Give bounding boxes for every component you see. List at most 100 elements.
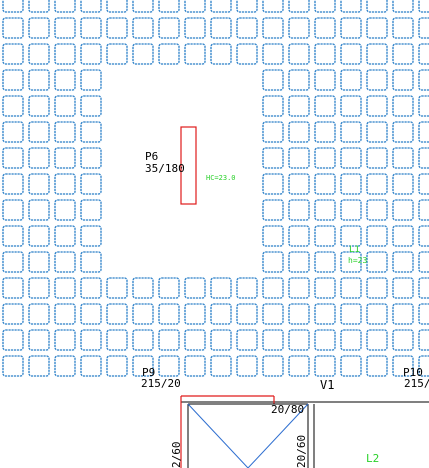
- waffle-cell: [288, 225, 310, 247]
- waffle-cell: [262, 173, 284, 195]
- waffle-cell: [418, 199, 429, 221]
- waffle-cell: [314, 147, 336, 169]
- waffle-cell: [80, 251, 102, 273]
- waffle-cell: [210, 277, 232, 299]
- waffle-cell: [210, 329, 232, 351]
- waffle-cell: [54, 173, 76, 195]
- waffle-cell: [418, 147, 429, 169]
- pillar-p6-name: P6: [145, 150, 158, 163]
- waffle-cell: [2, 147, 24, 169]
- waffle-cell: [28, 303, 50, 325]
- waffle-cell: [106, 0, 128, 13]
- slab-l1-label: L1 h=23: [348, 245, 367, 265]
- waffle-cell: [54, 225, 76, 247]
- waffle-slab-grid: [2, 0, 429, 402]
- waffle-cell: [314, 225, 336, 247]
- waffle-cell: [2, 173, 24, 195]
- waffle-cell: [28, 69, 50, 91]
- waffle-cell: [80, 303, 102, 325]
- waffle-cell: [262, 17, 284, 39]
- waffle-cell: [392, 303, 414, 325]
- waffle-cell: [132, 17, 154, 39]
- waffle-cell: [418, 17, 429, 39]
- waffle-cell: [2, 303, 24, 325]
- waffle-cell: [314, 303, 336, 325]
- waffle-cell: [340, 225, 362, 247]
- waffle-cell: [418, 277, 429, 299]
- waffle-cell: [392, 147, 414, 169]
- waffle-cell: [54, 147, 76, 169]
- waffle-cell: [80, 355, 102, 377]
- waffle-cell: [314, 251, 336, 273]
- waffle-cell: [80, 121, 102, 143]
- waffle-cell: [184, 329, 206, 351]
- waffle-cell: [236, 43, 258, 65]
- waffle-cell: [29, 382, 49, 402]
- waffle-cell: [132, 0, 154, 13]
- waffle-cell: [54, 329, 76, 351]
- waffle-cell: [132, 329, 154, 351]
- waffle-cell: [2, 329, 24, 351]
- waffle-cell: [2, 199, 24, 221]
- waffle-cell: [236, 0, 258, 13]
- waffle-cell: [314, 0, 336, 13]
- waffle-cell: [2, 0, 24, 13]
- waffle-cell: [366, 355, 388, 377]
- waffle-cell: [366, 17, 388, 39]
- waffle-cell: [314, 43, 336, 65]
- waffle-cell: [340, 0, 362, 13]
- waffle-cell: [80, 17, 102, 39]
- waffle-cell: [106, 329, 128, 351]
- waffle-cell: [262, 121, 284, 143]
- waffle-cell: [28, 329, 50, 351]
- waffle-cell: [106, 17, 128, 39]
- waffle-cell: [28, 277, 50, 299]
- waffle-cell: [236, 303, 258, 325]
- beam-v1-size: 20/80: [271, 403, 304, 416]
- waffle-cell: [54, 0, 76, 13]
- waffle-cell: [80, 147, 102, 169]
- waffle-cell: [236, 355, 258, 377]
- waffle-cell: [185, 382, 205, 402]
- waffle-cell: [80, 329, 102, 351]
- waffle-cell: [262, 43, 284, 65]
- waffle-cell: [314, 17, 336, 39]
- waffle-cell: [366, 0, 388, 13]
- waffle-cell: [184, 17, 206, 39]
- waffle-cell: [54, 355, 76, 377]
- waffle-cell: [340, 43, 362, 65]
- waffle-cell: [3, 382, 23, 402]
- waffle-cell: [262, 69, 284, 91]
- waffle-cell: [262, 277, 284, 299]
- waffle-cell: [392, 173, 414, 195]
- waffle-cell: [80, 69, 102, 91]
- waffle-cell: [80, 0, 102, 13]
- waffle-cell: [314, 173, 336, 195]
- waffle-cell: [132, 277, 154, 299]
- waffle-cell: [2, 43, 24, 65]
- waffle-cell: [340, 173, 362, 195]
- waffle-cell: [184, 0, 206, 13]
- waffle-cell: [340, 121, 362, 143]
- waffle-cell: [106, 303, 128, 325]
- waffle-cell: [210, 17, 232, 39]
- waffle-cell: [28, 173, 50, 195]
- waffle-cell: [262, 147, 284, 169]
- waffle-cell: [418, 303, 429, 325]
- waffle-cell: [392, 17, 414, 39]
- pillar-p10-size: 215/...: [404, 377, 429, 390]
- waffle-cell: [340, 17, 362, 39]
- slab-l1-thickness: h=23: [348, 256, 367, 265]
- waffle-cell: [2, 121, 24, 143]
- waffle-cell: [366, 329, 388, 351]
- slab-l2-diagonal-2: [247, 403, 309, 468]
- waffle-cell: [418, 251, 429, 273]
- waffle-cell: [392, 43, 414, 65]
- waffle-cell: [81, 382, 101, 402]
- waffle-cell: [392, 69, 414, 91]
- waffle-cell: [418, 0, 429, 13]
- waffle-cell: [236, 329, 258, 351]
- waffle-cell: [54, 95, 76, 117]
- waffle-cell: [210, 43, 232, 65]
